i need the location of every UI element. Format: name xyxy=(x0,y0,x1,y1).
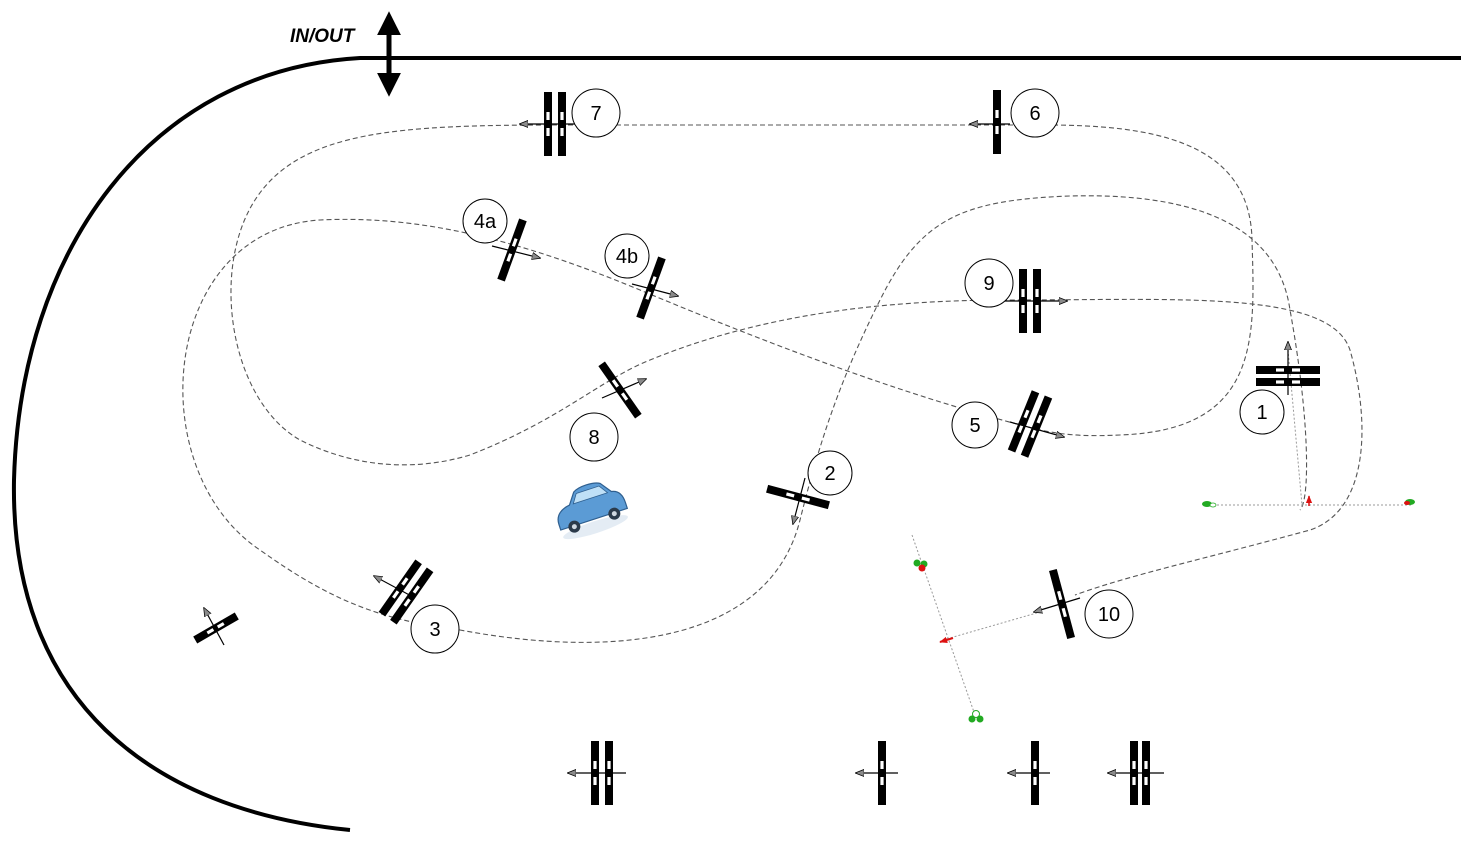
direction-arrow-icon xyxy=(204,608,225,646)
direction-arrow-icon xyxy=(631,283,678,296)
direction-arrow-icon xyxy=(939,636,954,643)
gate-label-2: 2 xyxy=(807,450,853,496)
direction-arrow-icon xyxy=(374,576,416,599)
svg-text:10: 10 xyxy=(1098,604,1120,626)
gate-5 xyxy=(1007,390,1053,458)
gate-label-4b: 4b xyxy=(604,233,650,279)
direction-arrow-icon xyxy=(1034,597,1081,612)
car-icon xyxy=(557,482,629,540)
gate-label-9: 9 xyxy=(964,258,1014,308)
cone-icon xyxy=(968,710,984,723)
svg-text:6: 6 xyxy=(1029,103,1040,125)
gate-label-8: 8 xyxy=(569,412,619,462)
gates xyxy=(193,90,1320,805)
cone-icon xyxy=(1404,499,1415,505)
path-top-loop xyxy=(230,124,1363,596)
svg-text:9: 9 xyxy=(983,273,994,295)
direction-arrow-icon xyxy=(1009,421,1064,437)
entrance-marker: IN/OUT xyxy=(290,11,401,97)
gate-label-7: 7 xyxy=(571,88,621,138)
gate-label-6: 6 xyxy=(1010,88,1060,138)
entrance-label: IN/OUT xyxy=(290,26,356,47)
cones xyxy=(913,495,1415,723)
driving-paths xyxy=(182,124,1363,643)
cone-icon xyxy=(1202,501,1217,508)
gate-label-4a: 4a xyxy=(462,198,508,244)
svg-text:1: 1 xyxy=(1256,402,1267,424)
cone-lines xyxy=(911,349,1412,716)
direction-arrow-icon xyxy=(793,477,806,524)
svg-text:4a: 4a xyxy=(474,211,497,233)
gate-label-3: 3 xyxy=(410,604,460,654)
svg-text:8: 8 xyxy=(588,427,599,449)
gate-label-1: 1 xyxy=(1239,389,1285,435)
svg-text:4b: 4b xyxy=(616,246,638,268)
track-boundary xyxy=(11,56,1461,832)
svg-text:2: 2 xyxy=(824,463,835,485)
direction-arrow-icon xyxy=(491,245,540,258)
gate-6 xyxy=(993,90,1001,154)
path-outer-loop xyxy=(182,124,1308,643)
svg-text:5: 5 xyxy=(969,415,980,437)
cone-icon xyxy=(913,559,928,572)
gate-label-5: 5 xyxy=(951,401,999,449)
gate-label-10: 10 xyxy=(1084,589,1134,639)
svg-text:7: 7 xyxy=(590,103,601,125)
gate-spare-left xyxy=(193,612,239,644)
svg-text:3: 3 xyxy=(429,619,440,641)
gate-labels: 1 2 3 4a 4b 5 6 7 xyxy=(410,88,1285,654)
direction-arrow-icon xyxy=(601,379,646,399)
